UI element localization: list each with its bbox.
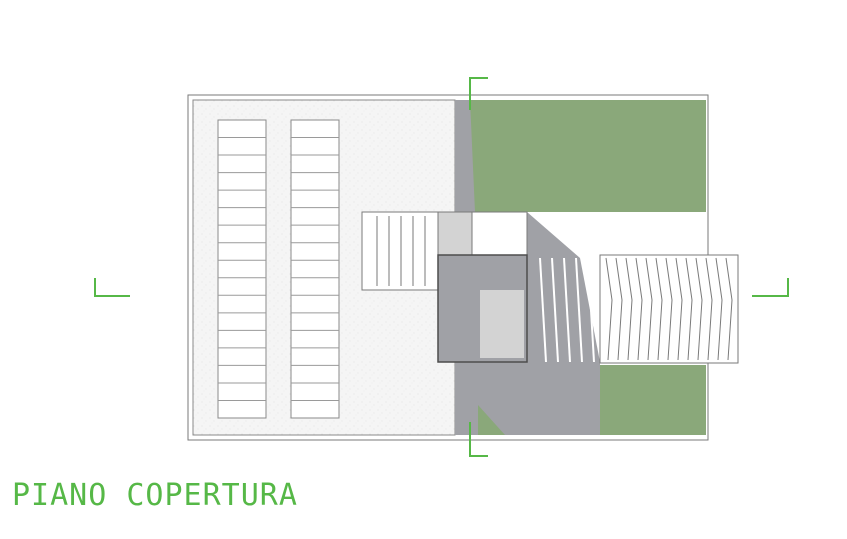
elevator-skylight: [480, 290, 524, 358]
pergola-slat: [675, 257, 683, 361]
section-marker-right: [752, 278, 789, 297]
louvers-shadow: [539, 257, 595, 363]
shadow-core: [455, 362, 600, 435]
green-triangle: [478, 405, 505, 435]
pergola-slat: [655, 257, 663, 361]
pergola-slat: [705, 257, 713, 361]
solar-array-frame: [290, 119, 340, 419]
drawing-title: PIANO COPERTURA: [12, 478, 298, 513]
pergola-slat: [695, 257, 703, 361]
pergola-slat: [645, 257, 653, 361]
green-roof-bottom: [600, 365, 706, 435]
shadow-stair-tower: [527, 212, 600, 362]
shadow-parapet: [455, 100, 475, 212]
pergola-slat: [625, 257, 633, 361]
solar-array-left: [217, 119, 267, 419]
solar-array-right: [290, 119, 340, 419]
pergola-slat: [685, 257, 693, 361]
stair-left: [361, 211, 439, 291]
core-white-box: [471, 211, 528, 256]
green-roof-top: [470, 100, 706, 212]
core-light-square: [437, 211, 473, 256]
section-marker-bottom: [469, 422, 488, 457]
stair-left-treads: [376, 216, 426, 286]
pergola-slat: [725, 257, 733, 361]
pergola-slat: [615, 257, 623, 361]
section-marker-top: [469, 77, 488, 110]
solar-array-frame: [217, 119, 267, 419]
pergola-slat: [665, 257, 673, 361]
pergola-slat: [605, 257, 613, 361]
section-marker-left: [94, 278, 130, 297]
pergola-slat: [635, 257, 643, 361]
pergola-slat: [715, 257, 723, 361]
pergola-slats: [605, 257, 733, 361]
section-markers: [94, 77, 789, 457]
